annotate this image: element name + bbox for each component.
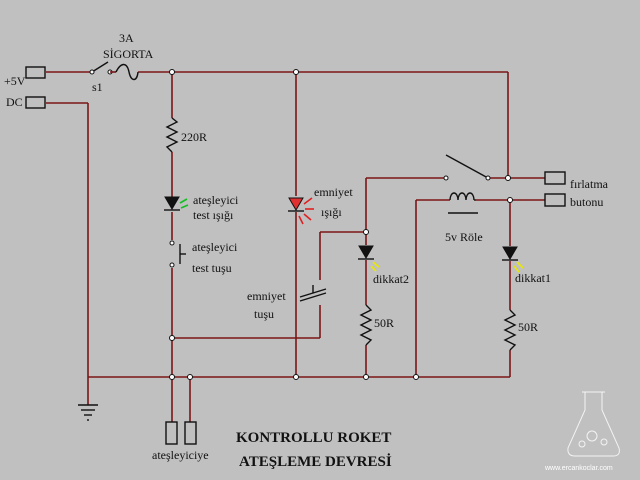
flask-watermark-icon (567, 391, 620, 457)
igniter-test-button-label-2: test tuşu (192, 261, 232, 275)
warning2-led (358, 245, 380, 272)
junction-dots (169, 69, 513, 380)
title-line-2: ATEŞLEME DEVRESİ (239, 453, 392, 470)
diagram-title: KONTROLLU ROKET ATEŞLEME DEVRESİ (236, 430, 392, 470)
launch-switch (443, 154, 491, 181)
safety-led (288, 197, 314, 225)
relay-label: 5v Röle (445, 230, 483, 244)
resistor-220-label: 220R (181, 130, 207, 144)
resistor-50r-right (503, 309, 517, 351)
igniter-test-light-label-1: ateşleyici (193, 193, 239, 207)
launch-terminal-bottom (544, 193, 566, 207)
resistor-220r (165, 117, 179, 153)
terminals (25, 66, 566, 445)
igniter-terminal-right (184, 421, 197, 445)
ground-icon (78, 404, 98, 421)
launch-label-2: butonu (570, 195, 603, 209)
safety-button-label-2: tuşu (254, 307, 274, 321)
watermark-url: www.ercankoclar.com (544, 465, 613, 472)
fuse-name-label: SİGORTA (103, 47, 154, 61)
safety-light-label-1: emniyet (314, 185, 353, 199)
warning1-label: dikkat1 (515, 271, 551, 285)
switch-s1 (89, 61, 113, 75)
fuse-symbol (110, 63, 139, 81)
igniter-test-light-label-2: test ışığı (193, 208, 234, 222)
igniter-terminal-left (165, 421, 178, 445)
labels: +5V DC 3A SİGORTA s1 220R ateşleyici tes… (4, 31, 609, 462)
safety-light-label-2: ışığı (321, 205, 342, 219)
resistor-50r-left (359, 304, 373, 346)
safety-button-label-1: emniyet (247, 289, 286, 303)
resistor-50-right-label: 50R (518, 320, 538, 334)
supply-voltage-label: +5V (4, 74, 26, 88)
igniter-test-button (169, 240, 186, 268)
plus5v-terminal (25, 66, 46, 79)
safety-button (299, 285, 327, 302)
switch-s1-label: s1 (92, 80, 103, 94)
resistor-50-left-label: 50R (374, 316, 394, 330)
launch-terminal-top (544, 171, 566, 185)
wires (46, 71, 545, 422)
launch-label-1: fırlatma (570, 177, 609, 191)
title-line-1: KONTROLLU ROKET (236, 430, 391, 446)
igniter-test-button-label-1: ateşleyici (192, 240, 238, 254)
dc-terminal (25, 96, 46, 109)
warning1-led (502, 246, 524, 273)
warning2-label: dikkat2 (373, 272, 409, 286)
fuse-rating-label: 3A (119, 31, 134, 45)
relay-coil (448, 192, 478, 214)
igniter-label: ateşleyiciye (152, 448, 209, 462)
igniter-test-led (164, 196, 189, 211)
supply-type-label: DC (6, 95, 23, 109)
